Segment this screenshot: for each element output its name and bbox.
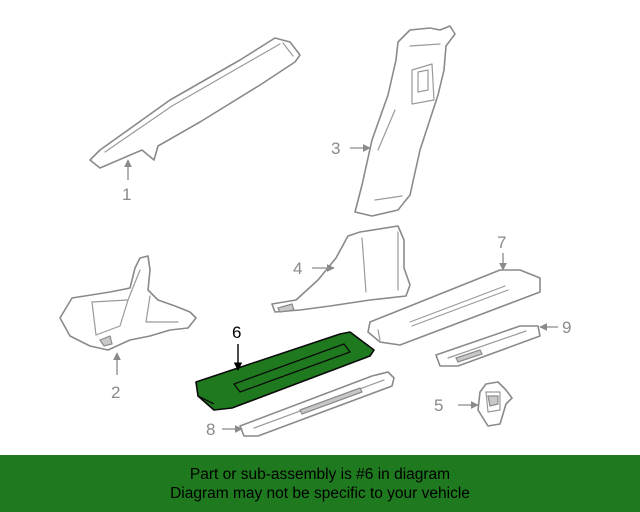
callout-1: 1 (122, 159, 132, 204)
callout-6-number: 6 (232, 323, 241, 342)
part-1-a-pillar-trim (89, 37, 301, 169)
diagram-notice-banner: Part or sub-assembly is #6 in diagram Di… (0, 455, 640, 512)
callout-2: 2 (111, 352, 121, 402)
part-9-rear-sill-plate (435, 325, 541, 367)
callout-7: 7 (497, 233, 507, 271)
parts-diagram: 1 2 3 (59, 25, 571, 439)
part-8-front-sill-plate (239, 371, 395, 437)
callout-4-number: 4 (293, 259, 302, 278)
part-4-b-pillar-lower-trim (271, 225, 411, 313)
callout-8-number: 8 (206, 420, 215, 439)
banner-line-disclaimer: Diagram may not be specific to your vehi… (170, 484, 470, 502)
callout-6: 6 (232, 323, 243, 371)
callout-3: 3 (331, 139, 371, 158)
banner-line-part-number: Part or sub-assembly is #6 in diagram (189, 465, 451, 483)
callout-3-number: 3 (331, 139, 340, 158)
part-3-b-pillar-trim (354, 25, 456, 217)
callout-7-number: 7 (497, 233, 506, 252)
callout-5-number: 5 (434, 396, 443, 415)
callout-2-number: 2 (111, 383, 120, 402)
callout-5: 5 (434, 396, 479, 415)
part-6-front-scuff-plate-highlighted (195, 331, 375, 411)
part-2-kick-panel (59, 255, 197, 351)
callout-9: 9 (539, 318, 571, 337)
callout-9-number: 9 (562, 318, 571, 337)
callout-1-number: 1 (122, 185, 131, 204)
callout-4: 4 (293, 259, 335, 278)
callout-8: 8 (206, 420, 243, 439)
part-5-clip (477, 381, 513, 427)
